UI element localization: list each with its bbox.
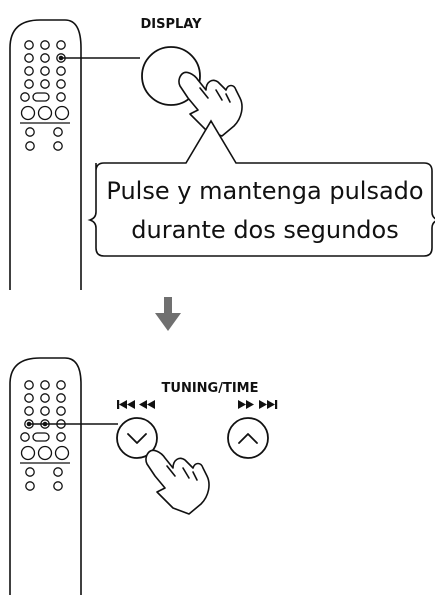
- tuning-time-label: TUNING/TIME: [162, 381, 259, 396]
- pointing-hand-icon-2: [145, 449, 210, 515]
- step2-remote: [9, 357, 82, 595]
- skip-forward-icon: [259, 400, 278, 409]
- instruction-line-2: durante dos segundos: [131, 216, 398, 244]
- pointing-hand-icon: [178, 71, 243, 137]
- step1-remote: [9, 19, 82, 290]
- remote-buttons: [20, 40, 70, 151]
- chevron-up-icon: [238, 433, 258, 444]
- rewind-icon: [139, 400, 155, 409]
- remote-body-outline-2: [9, 357, 82, 595]
- instruction-callout: [87, 119, 435, 257]
- fast-forward-icon: [238, 400, 254, 409]
- tuning-down-button: [116, 417, 158, 459]
- remote-body-outline: [9, 19, 82, 290]
- display-button-label: DISPLAY: [140, 17, 202, 32]
- instruction-line-1: Pulse y mantenga pulsado: [106, 177, 423, 205]
- down-arrow-icon: [155, 297, 181, 331]
- chevron-down-icon: [127, 433, 147, 444]
- skip-back-icon: [117, 400, 135, 409]
- tuning-up-button: [227, 417, 269, 459]
- remote-buttons-2: [20, 380, 70, 491]
